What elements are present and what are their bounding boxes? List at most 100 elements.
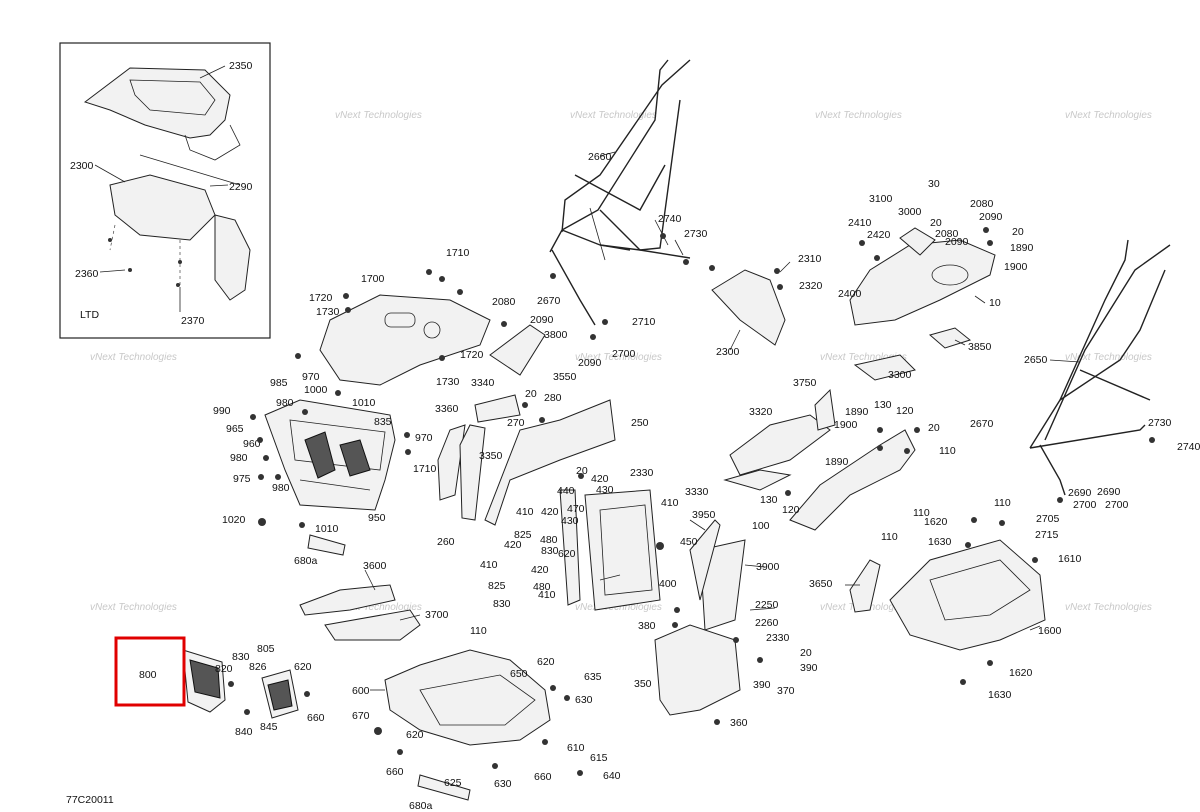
part-roll-cage-front — [549, 59, 691, 326]
watermark: vNext Technologies — [575, 352, 662, 363]
callout: 2740 — [1177, 441, 1200, 453]
callout: 680a — [294, 555, 318, 567]
callout: 620 — [406, 729, 424, 741]
callout: 985 — [270, 377, 288, 389]
callout: 826 — [249, 661, 267, 673]
callout: 2360 — [75, 268, 99, 280]
callout: 2740 — [658, 213, 682, 225]
callout: 1000 — [304, 384, 328, 396]
callout: 2730 — [684, 228, 708, 240]
part-lower-left-assemblies — [182, 534, 421, 719]
callout: 2705 — [1036, 513, 1060, 525]
callout: 250 — [631, 417, 649, 429]
callout: 2090 — [530, 314, 554, 326]
callout: 670 — [352, 710, 370, 722]
callout: 660 — [307, 712, 325, 724]
callout: 390 — [753, 679, 771, 691]
callout: 270 — [507, 417, 525, 429]
callout: 1900 — [834, 419, 858, 431]
leader-lines — [364, 151, 1081, 691]
callout: 1020 — [222, 514, 246, 526]
watermark: vNext Technologies — [1065, 602, 1152, 613]
callout: 620 — [294, 661, 312, 673]
callout: 2290 — [229, 181, 253, 193]
callout: 2080 — [970, 198, 994, 210]
callout: 1620 — [1009, 667, 1033, 679]
callout: 2350 — [229, 60, 253, 72]
callout: 1710 — [446, 247, 470, 259]
part-roll-cage-rear — [1029, 239, 1171, 496]
callout: 840 — [235, 726, 253, 738]
callout: 2650 — [1024, 354, 1048, 366]
callout: 2300 — [716, 346, 740, 358]
watermark: vNext Technologies — [820, 352, 907, 363]
watermark: vNext Technologies — [575, 602, 662, 613]
callout: 3300 — [888, 369, 912, 381]
callout: 110 — [939, 445, 956, 457]
callout: 1720 — [460, 349, 484, 361]
callout: 800 — [139, 669, 157, 681]
callout: 370 — [777, 685, 795, 697]
callout: 20 — [1012, 226, 1024, 238]
callout: 3330 — [685, 486, 709, 498]
callout: 635 — [584, 671, 602, 683]
callout: 20 — [525, 388, 537, 400]
callout: 420 — [591, 473, 609, 485]
callout: 970 — [415, 432, 433, 444]
callout: 950 — [368, 512, 386, 524]
callout: 830 — [232, 651, 250, 663]
callout: 3350 — [479, 450, 503, 462]
callout: 3800 — [544, 329, 568, 341]
part-side-panel — [214, 214, 251, 301]
callout: 3750 — [793, 377, 817, 389]
callout: 650 — [510, 668, 528, 680]
callout: 2670 — [537, 295, 561, 307]
callout: 640 — [603, 770, 621, 782]
watermark: vNext Technologies — [90, 352, 177, 363]
callout: 680a — [409, 800, 433, 812]
callout: 110 — [470, 625, 487, 637]
callout: 2710 — [632, 316, 656, 328]
watermark: vNext Technologies — [815, 110, 902, 121]
callout: 2090 — [979, 211, 1003, 223]
callout: 20 — [576, 465, 588, 477]
callout: 845 — [260, 721, 278, 733]
callout: 2330 — [630, 467, 654, 479]
callout: 610 — [567, 742, 585, 754]
callout: 1730 — [436, 376, 460, 388]
callout: 410 — [538, 589, 556, 601]
callout: 835 — [374, 416, 392, 428]
part-right-side-assemblies — [711, 227, 1046, 651]
callout: 3100 — [869, 193, 893, 205]
callout: 1610 — [1058, 553, 1082, 565]
part-center-panels — [437, 324, 746, 631]
callout: 625 — [444, 777, 462, 789]
callout: 2080 — [935, 228, 959, 240]
callout: 980 — [230, 452, 248, 464]
callout: 970 — [302, 371, 320, 383]
callout: 20 — [930, 217, 942, 229]
callout: 2260 — [755, 617, 779, 629]
callout: 1620 — [924, 516, 948, 528]
callout: 20 — [800, 647, 812, 659]
callout: 1010 — [315, 523, 339, 535]
callout: 380 — [638, 620, 656, 632]
callout: 440 — [557, 485, 575, 497]
callout: 990 — [213, 405, 231, 417]
inset-label: LTD — [80, 309, 99, 321]
watermark: vNext Technologies — [1065, 110, 1152, 121]
callout: 1900 — [1004, 261, 1028, 273]
ltd-inset — [59, 42, 271, 339]
fasteners — [228, 227, 1155, 776]
callout: 2250 — [755, 599, 779, 611]
callout: 350 — [634, 678, 652, 690]
part-bracket — [109, 174, 216, 241]
callout: 130 — [874, 399, 892, 411]
callout: 420 — [531, 564, 549, 576]
callout: 2080 — [492, 296, 516, 308]
callout: 820 — [215, 663, 233, 675]
callout: 20 — [928, 422, 940, 434]
callout: 480 — [540, 534, 558, 546]
callout: 400 — [659, 578, 677, 590]
